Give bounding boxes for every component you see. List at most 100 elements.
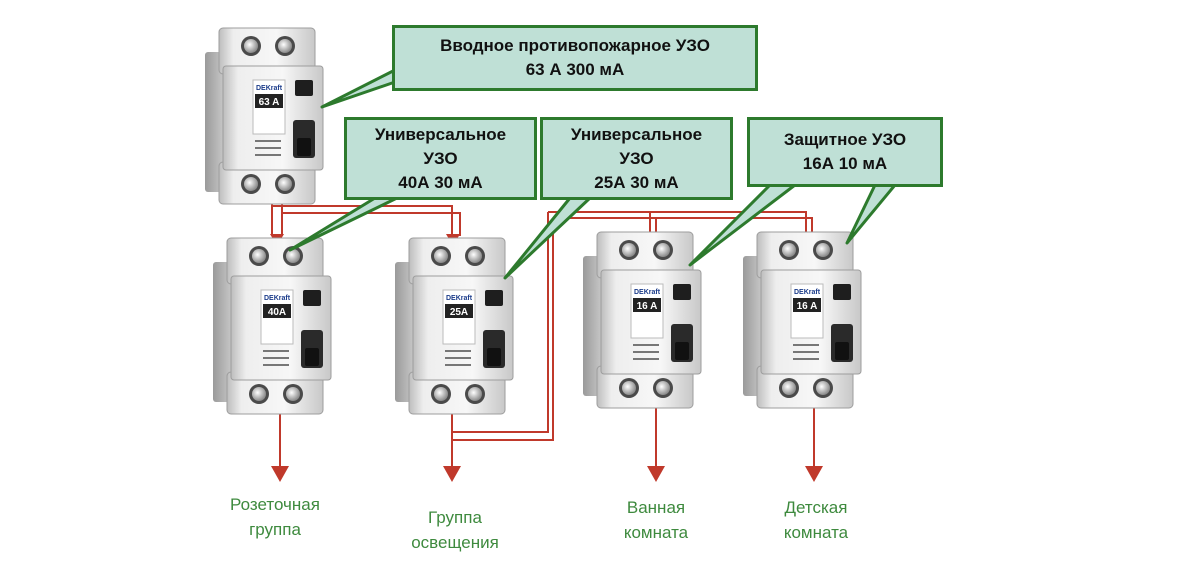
- callout-25a-line2: УЗО: [619, 148, 654, 168]
- spec-line: [255, 140, 281, 142]
- spec-line: [255, 147, 281, 149]
- breaker-rcd: DEKraft 16 A: [743, 231, 862, 409]
- test-button: [303, 290, 321, 306]
- breaker-brand: DEKraft: [446, 295, 473, 302]
- spec-line: [445, 350, 471, 352]
- load-sockets-line1: Розеточная: [230, 495, 320, 514]
- spec-line: [793, 351, 819, 353]
- rating-box: [255, 94, 283, 108]
- lever-handle: [835, 342, 849, 360]
- spec-line: [255, 154, 281, 156]
- screw-icon: [278, 177, 292, 191]
- screw-icon: [816, 381, 830, 395]
- breaker-main: DEKraft 63 A: [205, 27, 324, 205]
- lever-handle: [487, 348, 501, 366]
- callout-16a-line2: 16А 10 мА: [802, 154, 888, 173]
- screw-icon: [622, 381, 636, 395]
- spec-line: [263, 357, 289, 359]
- load-kids-line1: Детская: [784, 498, 848, 517]
- arrow-out-2: [443, 466, 461, 482]
- test-button: [485, 290, 503, 306]
- screw-icon: [244, 177, 258, 191]
- callout-25a-line3: 25А 30 мА: [594, 172, 679, 192]
- spec-line: [445, 357, 471, 359]
- callout-25a-line1: Универсальное: [570, 124, 703, 144]
- screw-icon: [622, 243, 636, 257]
- breaker-rating: 40A: [268, 307, 286, 318]
- screw-icon: [782, 243, 796, 257]
- breaker-rating: 16 A: [797, 301, 818, 312]
- load-bathroom-line2: комната: [623, 523, 689, 542]
- breaker-brand: DEKraft: [256, 85, 283, 92]
- spec-line: [633, 351, 659, 353]
- lever-handle: [297, 138, 311, 156]
- screw-icon: [434, 249, 448, 263]
- screw-icon: [656, 381, 670, 395]
- wire-bus-group-2b: [282, 212, 461, 236]
- callout-main-line2: 63 А 300 мА: [525, 60, 625, 79]
- wire-arrows: [270, 234, 823, 482]
- breaker-rating: 63 A: [259, 97, 280, 108]
- wire-lighting-return-b: [452, 218, 554, 441]
- lever-handle: [675, 342, 689, 360]
- callout-main-rcd: Вводное противопожарное УЗО 63 А 300 мА: [392, 25, 758, 91]
- load-label-kids-room: Детская комната: [741, 495, 891, 545]
- pointer-16a: [688, 183, 796, 267]
- screw-icon: [278, 39, 292, 53]
- load-lighting-line2: освещения: [411, 533, 499, 552]
- load-lighting-line1: Группа: [428, 508, 482, 527]
- breaker-brand: DEKraft: [264, 295, 291, 302]
- callout-rcd-16a: Защитное УЗО 16А 10 мА: [747, 117, 943, 187]
- screw-icon: [244, 39, 258, 53]
- pointer-16a-b: [845, 184, 897, 245]
- spec-line: [793, 344, 819, 346]
- breaker-brand: DEKraft: [794, 289, 821, 296]
- spec-line: [633, 358, 659, 360]
- screw-icon: [286, 387, 300, 401]
- arrow-out-3: [647, 466, 665, 482]
- rating-box: [793, 298, 821, 312]
- arrow-out-4: [805, 466, 823, 482]
- screw-icon: [286, 249, 300, 263]
- spec-line: [633, 344, 659, 346]
- screw-icon: [782, 381, 796, 395]
- rating-box: [445, 304, 473, 318]
- rating-box: [263, 304, 291, 318]
- wires: [271, 198, 815, 470]
- breaker-rcd: DEKraft 40A: [213, 237, 332, 415]
- load-label-bathroom: Ванная комната: [581, 495, 731, 545]
- callout-pointers: [288, 68, 897, 280]
- screw-icon: [252, 249, 266, 263]
- test-button: [673, 284, 691, 300]
- test-button: [833, 284, 851, 300]
- breaker-brand: DEKraft: [634, 289, 661, 296]
- screw-icon: [468, 249, 482, 263]
- callout-40a-line1: Универсальное: [374, 124, 507, 144]
- screw-icon: [816, 243, 830, 257]
- screw-icon: [468, 387, 482, 401]
- pointer-main: [320, 68, 396, 109]
- lever-handle: [305, 348, 319, 366]
- spec-line: [445, 364, 471, 366]
- callout-rcd-25a: Универсальное УЗО 25А 30 мА: [540, 117, 733, 200]
- screw-icon: [252, 387, 266, 401]
- pointer-25a: [503, 196, 592, 280]
- load-label-lighting: Группа освещения: [380, 505, 530, 555]
- load-sockets-line2: группа: [249, 520, 301, 539]
- test-button: [295, 80, 313, 96]
- wire-bus-group-3b: [553, 217, 813, 236]
- arrow-out-1: [271, 466, 289, 482]
- wire-bus-group-2: [272, 205, 453, 236]
- wire-bus-group-3: [548, 211, 807, 236]
- spec-line: [263, 350, 289, 352]
- screw-icon: [656, 243, 670, 257]
- callout-40a-line3: 40А 30 мА: [398, 172, 483, 192]
- callout-40a-line2: УЗО: [423, 148, 458, 168]
- load-label-sockets: Розеточная группа: [200, 492, 350, 542]
- wire-lighting-return: [452, 212, 549, 433]
- rating-box: [633, 298, 661, 312]
